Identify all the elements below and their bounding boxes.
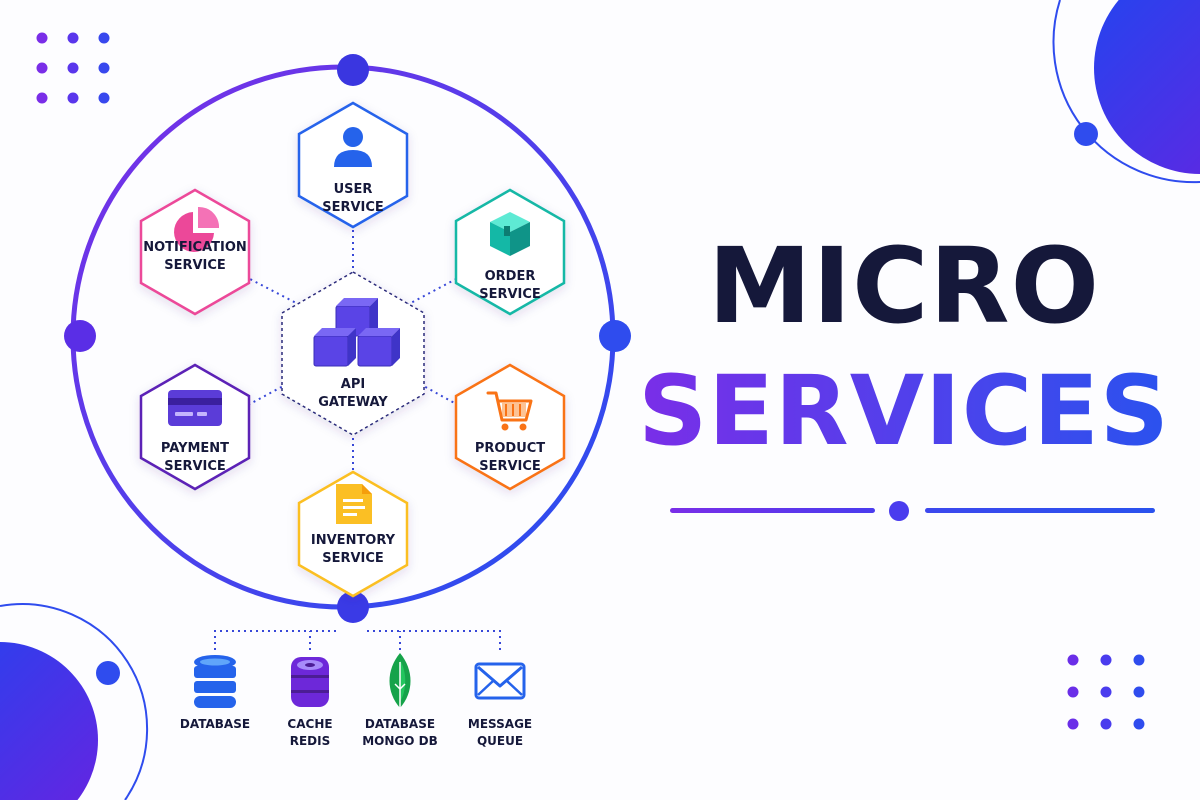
title-line1: MICRO	[708, 225, 1100, 347]
datastore-mongodb: DATABASE MONGO DB	[362, 653, 438, 748]
service-node-inventory: INVENTORY SERVICE	[297, 470, 409, 598]
corner-blob-bottom-left	[0, 603, 149, 800]
product-service-label-line2: SERVICE	[479, 459, 541, 474]
gateway-label-line2: GATEWAY	[318, 395, 388, 410]
database-icon	[194, 655, 236, 708]
service-node-user: USER SERVICE	[297, 101, 409, 229]
notification-service-label-line1: NOTIFICATION	[143, 240, 247, 255]
pie-chart-icon	[174, 206, 220, 252]
mongo-label-line1: DATABASE	[365, 717, 435, 731]
gateway-label-line1: API	[341, 377, 365, 392]
database-label-line1: DATABASE	[180, 717, 250, 731]
cubes-icon	[313, 298, 400, 367]
cache-label-line2: REDIS	[290, 734, 331, 748]
user-service-label-line2: SERVICE	[322, 200, 384, 215]
inventory-service-label-line1: INVENTORY	[311, 533, 396, 548]
user-icon	[334, 127, 372, 167]
title-divider	[670, 501, 1155, 521]
inventory-service-label-line2: SERVICE	[322, 551, 384, 566]
product-service-label-line1: PRODUCT	[475, 441, 545, 456]
corner-blob-top-right	[1052, 0, 1200, 184]
queue-label-line2: QUEUE	[477, 734, 523, 748]
service-node-order: ORDER SERVICE	[454, 188, 566, 316]
datastore-cache-redis: CACHE REDIS	[287, 657, 333, 748]
datastore-message-queue: MESSAGE QUEUE	[468, 662, 532, 748]
credit-card-icon	[168, 390, 222, 426]
service-node-payment: PAYMENT SERVICE	[139, 363, 251, 491]
service-node-product: PRODUCT SERVICE	[454, 363, 566, 491]
box-icon	[490, 212, 530, 256]
service-node-notification: NOTIFICATION SERVICE	[139, 188, 251, 316]
cart-icon	[486, 391, 533, 431]
mongo-label-line2: MONGO DB	[362, 734, 438, 748]
redis-icon	[291, 657, 329, 707]
ring-node-right	[599, 320, 631, 352]
ring-node-top	[337, 54, 369, 86]
ring-node-left	[64, 320, 96, 352]
ring-node-bottom	[337, 591, 369, 623]
payment-service-label-line2: SERVICE	[164, 459, 226, 474]
cache-label-line1: CACHE	[287, 717, 332, 731]
user-service-label-line1: USER	[334, 182, 373, 197]
queue-label-line1: MESSAGE	[468, 717, 532, 731]
title-line2: SERVICES	[638, 355, 1170, 467]
dot-grid-bottom-right	[1067, 654, 1145, 730]
order-service-label-line1: ORDER	[485, 269, 536, 284]
dot-grid-top-left	[36, 32, 110, 104]
order-service-label-line2: SERVICE	[479, 287, 541, 302]
document-icon	[336, 484, 372, 524]
envelope-icon	[474, 662, 526, 700]
datastore-database: DATABASE	[180, 655, 250, 731]
notification-service-label-line2: SERVICE	[164, 258, 226, 273]
mongodb-leaf-icon	[389, 653, 411, 712]
datastore-connectors	[214, 630, 501, 650]
payment-service-label-line1: PAYMENT	[161, 441, 229, 456]
